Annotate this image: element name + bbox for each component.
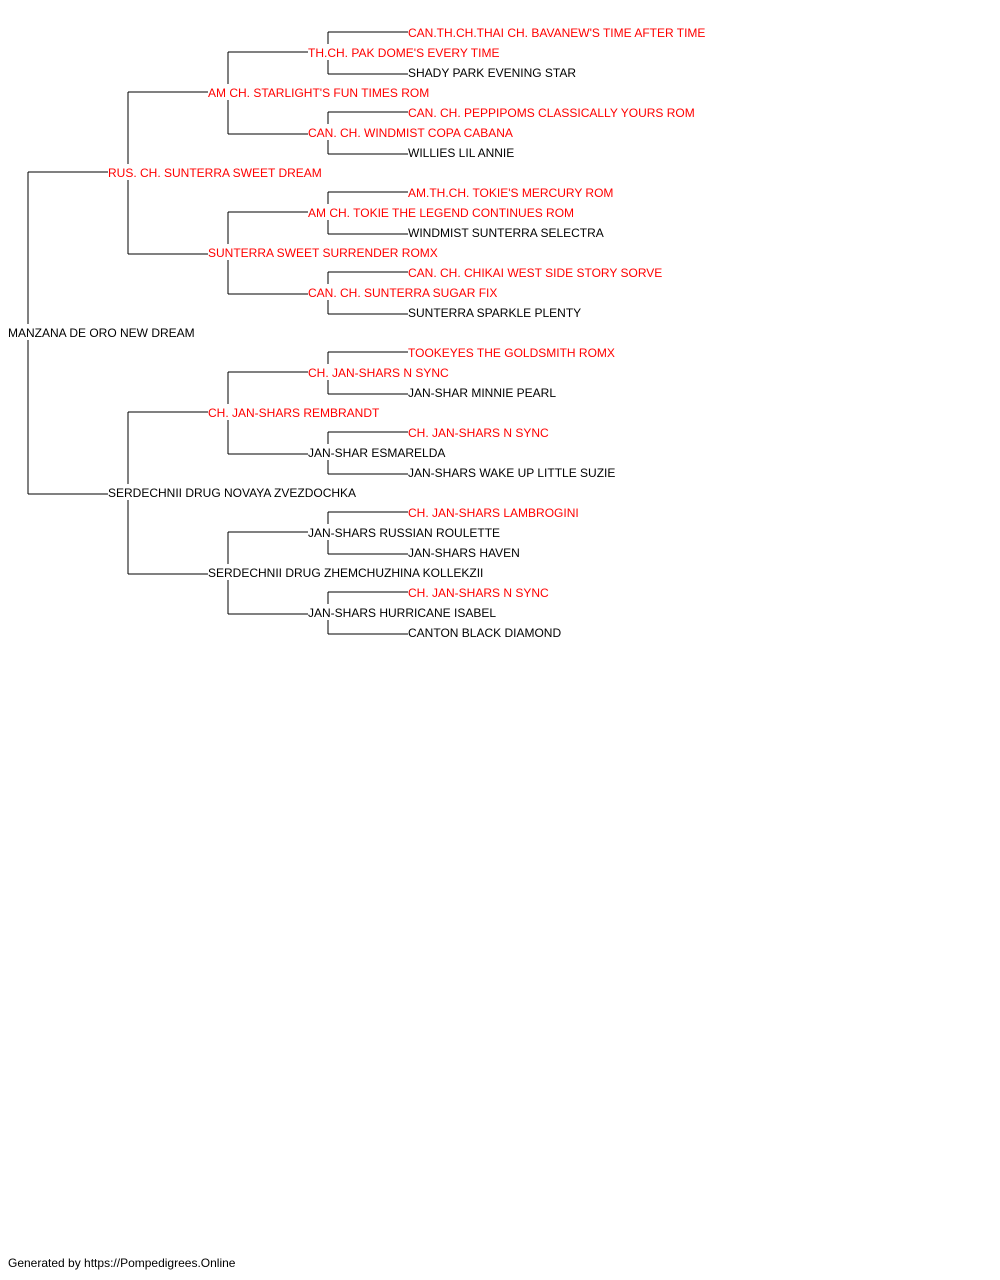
footer-credit: Generated by https://Pompedigrees.Online — [8, 1256, 236, 1270]
great-grandparent-name: CH. JAN-SHARS N SYNC — [308, 366, 449, 380]
grandparent-name: CH. JAN-SHARS REMBRANDT — [208, 406, 380, 420]
great-great-grandparent-name: CAN. CH. PEPPIPOMS CLASSICALLY YOURS ROM — [408, 106, 695, 120]
great-grandparent-name: JAN-SHAR ESMARELDA — [308, 446, 445, 460]
pedigree-tree: MANZANA DE ORO NEW DREAM RUS. CH. SUNTERR… — [8, 26, 705, 640]
great-great-grandparent-name: SUNTERRA SPARKLE PLENTY — [408, 306, 581, 320]
parent-name: RUS. CH. SUNTERRA SWEET DREAM — [108, 166, 322, 180]
great-great-grandparent-name: JAN-SHARS WAKE UP LITTLE SUZIE — [408, 466, 615, 480]
grandparent-name: SUNTERRA SWEET SURRENDER ROMX — [208, 246, 438, 260]
great-great-grandparent-name: CH. JAN-SHARS LAMBROGINI — [408, 506, 579, 520]
great-grandparent-name: AM CH. TOKIE THE LEGEND CONTINUES ROM — [308, 206, 574, 220]
great-great-grandparent-name: CAN.TH.CH.THAI CH. BAVANEW'S TIME AFTER … — [408, 26, 705, 40]
great-great-grandparent-name: SHADY PARK EVENING STAR — [408, 66, 576, 80]
great-grandparent-name: CAN. CH. WINDMIST COPA CABANA — [308, 126, 513, 140]
great-great-grandparent-name: JAN-SHARS HAVEN — [408, 546, 520, 560]
great-grandparent-name: JAN-SHARS RUSSIAN ROULETTE — [308, 526, 500, 540]
great-great-grandparent-name: WILLIES LIL ANNIE — [408, 146, 514, 160]
grandparent-name: SERDECHNII DRUG ZHEMCHUZHINA KOLLEKZII — [208, 566, 483, 580]
great-grandparent-name: CAN. CH. SUNTERRA SUGAR FIX — [308, 286, 497, 300]
great-great-grandparent-name: WINDMIST SUNTERRA SELECTRA — [408, 226, 604, 240]
great-great-grandparent-name: CH. JAN-SHARS N SYNC — [408, 586, 549, 600]
great-great-grandparent-name: CH. JAN-SHARS N SYNC — [408, 426, 549, 440]
great-grandparent-name: TH.CH. PAK DOME'S EVERY TIME — [308, 46, 499, 60]
subject-name: MANZANA DE ORO NEW DREAM — [8, 326, 195, 340]
parent-name: SERDECHNII DRUG NOVAYA ZVEZDOCHKA — [108, 486, 356, 500]
great-great-grandparent-name: CAN. CH. CHIKAI WEST SIDE STORY SORVE — [408, 266, 662, 280]
grandparent-name: AM CH. STARLIGHT'S FUN TIMES ROM — [208, 86, 429, 100]
great-great-grandparent-name: CANTON BLACK DIAMOND — [408, 626, 561, 640]
great-great-grandparent-name: TOOKEYES THE GOLDSMITH ROMX — [408, 346, 615, 360]
great-great-grandparent-name: JAN-SHAR MINNIE PEARL — [408, 386, 556, 400]
great-grandparent-name: JAN-SHARS HURRICANE ISABEL — [308, 606, 496, 620]
great-great-grandparent-name: AM.TH.CH. TOKIE'S MERCURY ROM — [408, 186, 613, 200]
